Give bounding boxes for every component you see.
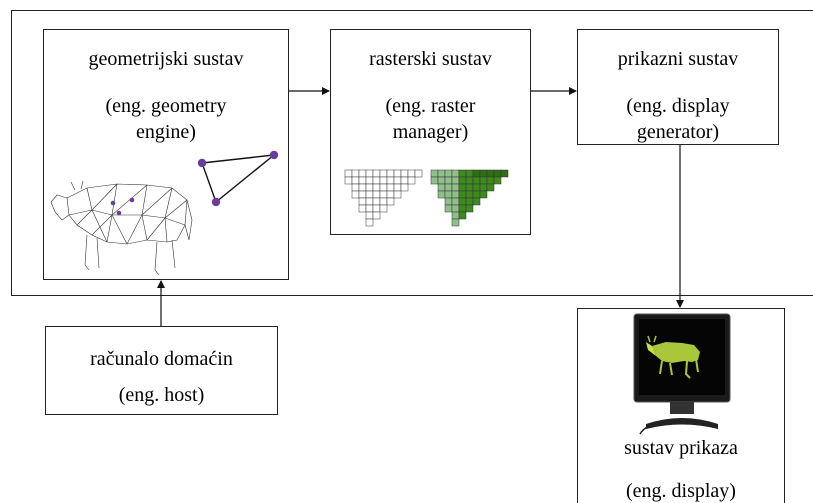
raster-cell <box>400 183 409 192</box>
raster-grid-icon <box>344 169 423 227</box>
raster-cell <box>407 176 416 185</box>
raster-cell <box>386 197 395 206</box>
triangle-vertices-icon <box>197 150 279 207</box>
raster-cell <box>486 183 495 192</box>
monitor-icon <box>633 313 731 435</box>
display-generator-sub2: generator) <box>636 121 720 143</box>
display-box: sustav prikaza (eng. display) <box>577 308 785 503</box>
display-generator-box: prikazni sustav (eng. display generator) <box>577 29 779 145</box>
geometry-engine-sub2: engine) <box>136 121 196 143</box>
raster-cell <box>465 204 474 213</box>
host-computer-box: računalo domaćin (eng. host) <box>45 326 278 415</box>
geometry-engine-box: geometrijski sustav (eng. geometry engin… <box>43 29 289 280</box>
raster-cell <box>393 190 402 199</box>
geometry-engine-title: geometrijski sustav <box>88 48 244 70</box>
raster-manager-sub2: manager) <box>392 121 469 143</box>
pipeline-frame <box>11 10 813 296</box>
display-generator-sub1: (eng. display <box>626 95 730 117</box>
raster-cell <box>372 211 381 220</box>
cow-wireframe-icon <box>50 180 193 276</box>
display-title: sustav prikaza <box>624 437 738 459</box>
raster-cell <box>365 218 374 227</box>
raster-manager-sub1: (eng. raster <box>385 95 476 117</box>
raster-cell <box>451 218 460 227</box>
host-computer-sub: (eng. host) <box>118 384 205 406</box>
raster-cell <box>493 176 502 185</box>
display-sub: (eng. display) <box>626 480 736 502</box>
raster-cell <box>500 169 509 178</box>
raster-cell <box>379 204 388 213</box>
raster-cell <box>479 190 488 199</box>
host-computer-title: računalo domaćin <box>90 348 233 370</box>
raster-manager-box: rasterski sustav (eng. raster manager) <box>330 29 531 235</box>
raster-cell <box>472 197 481 206</box>
display-generator-title: prikazni sustav <box>617 48 739 70</box>
raster-cell <box>414 169 423 178</box>
raster-cell <box>458 211 467 220</box>
raster-filled-icon <box>430 169 509 227</box>
raster-manager-title: rasterski sustav <box>369 48 492 70</box>
geometry-engine-sub1: (eng. geometry <box>105 95 227 117</box>
